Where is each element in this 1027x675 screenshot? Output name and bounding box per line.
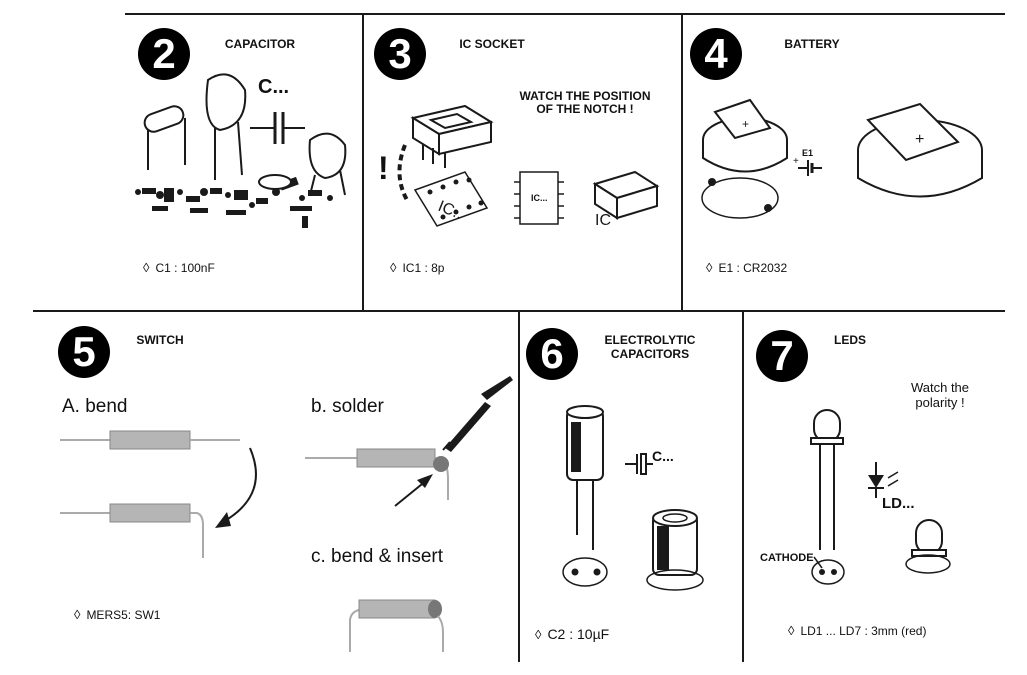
top-border [125,13,1005,15]
panel-title: BATTERY [784,37,840,51]
part-label-electrolytic: ◊ C2 : 10µF [535,626,609,642]
part-value: E1 : CR2032 [718,261,788,275]
svg-text:+: + [915,131,924,148]
step-number-badge: 5 [58,326,110,378]
panel-title: IC SOCKET [459,37,525,51]
exclamation-mark: ! [378,150,389,186]
part-value: C2 : 10µF [547,626,610,642]
notch-warning: WATCH THE POSITION OF THE NOTCH ! [519,89,651,116]
part-label-capacitor: ◊ C1 : 100nF [143,260,215,275]
electrolytic-capacitor-illustration [562,405,704,591]
battery-holder-illustration: + + + [701,98,983,219]
panel-title: CAPACITOR [224,37,296,51]
led-illustration [810,409,951,585]
cathode-label: CATHODE [760,552,814,564]
step-c-label: c. bend & insert [311,546,444,567]
part-value: C1 : 100nF [155,261,215,275]
ic-socket-illustration: IC.. IC [397,104,660,229]
bullet-icon: ◊ [535,627,542,642]
bullet-icon: ◊ [74,607,81,622]
reed-switch-illustration [60,376,513,652]
part-label-leds: ◊ LD1 ... LD7 : 3mm (red) [788,623,926,638]
part-label-switch: ◊ MERS5: SW1 [74,607,160,622]
ceramic-capacitor-illustration [135,73,347,228]
divider-3-4 [681,13,683,311]
part-value: IC1 : 8p [402,261,445,275]
step-a-label: A. bend [62,396,128,417]
capacitor-symbol-label: C... [258,76,290,98]
svg-text:+: + [793,156,799,167]
part-label-ic-socket: ◊ IC1 : 8p [390,260,444,275]
part-label-battery: ◊ E1 : CR2032 [706,260,787,275]
part-value: MERS5: SW1 [86,608,161,622]
step-number-badge: 3 [374,28,426,80]
step-number-badge: 6 [526,328,578,380]
panel-title: SWITCH [136,333,184,347]
panel-title: LEDS [833,333,866,347]
bullet-icon: ◊ [390,260,397,275]
chip-symbol-label: IC... [531,193,548,203]
polarity-note: Watch the polarity ! [910,380,970,410]
panel-title: ELECTROLYTIC CAPACITORS [604,333,696,361]
divider-6-7 [742,310,744,662]
electrolytic-symbol-label: C... [652,448,674,464]
led-symbol-label: LD... [882,495,915,512]
svg-text:IC: IC [595,212,611,229]
svg-text:+: + [742,117,749,131]
bullet-icon: ◊ [706,260,713,275]
bullet-icon: ◊ [788,623,795,638]
step-number-badge: 4 [690,28,742,80]
battery-symbol-label: E1 [802,148,814,158]
step-b-label: b. solder [311,396,384,417]
bullet-icon: ◊ [143,260,150,275]
step-number-badge: 7 [756,330,808,382]
divider-5-6 [518,310,520,662]
part-value: LD1 ... LD7 : 3mm (red) [800,624,927,638]
step-number-badge: 2 [138,28,190,80]
divider-2-3 [362,13,364,311]
